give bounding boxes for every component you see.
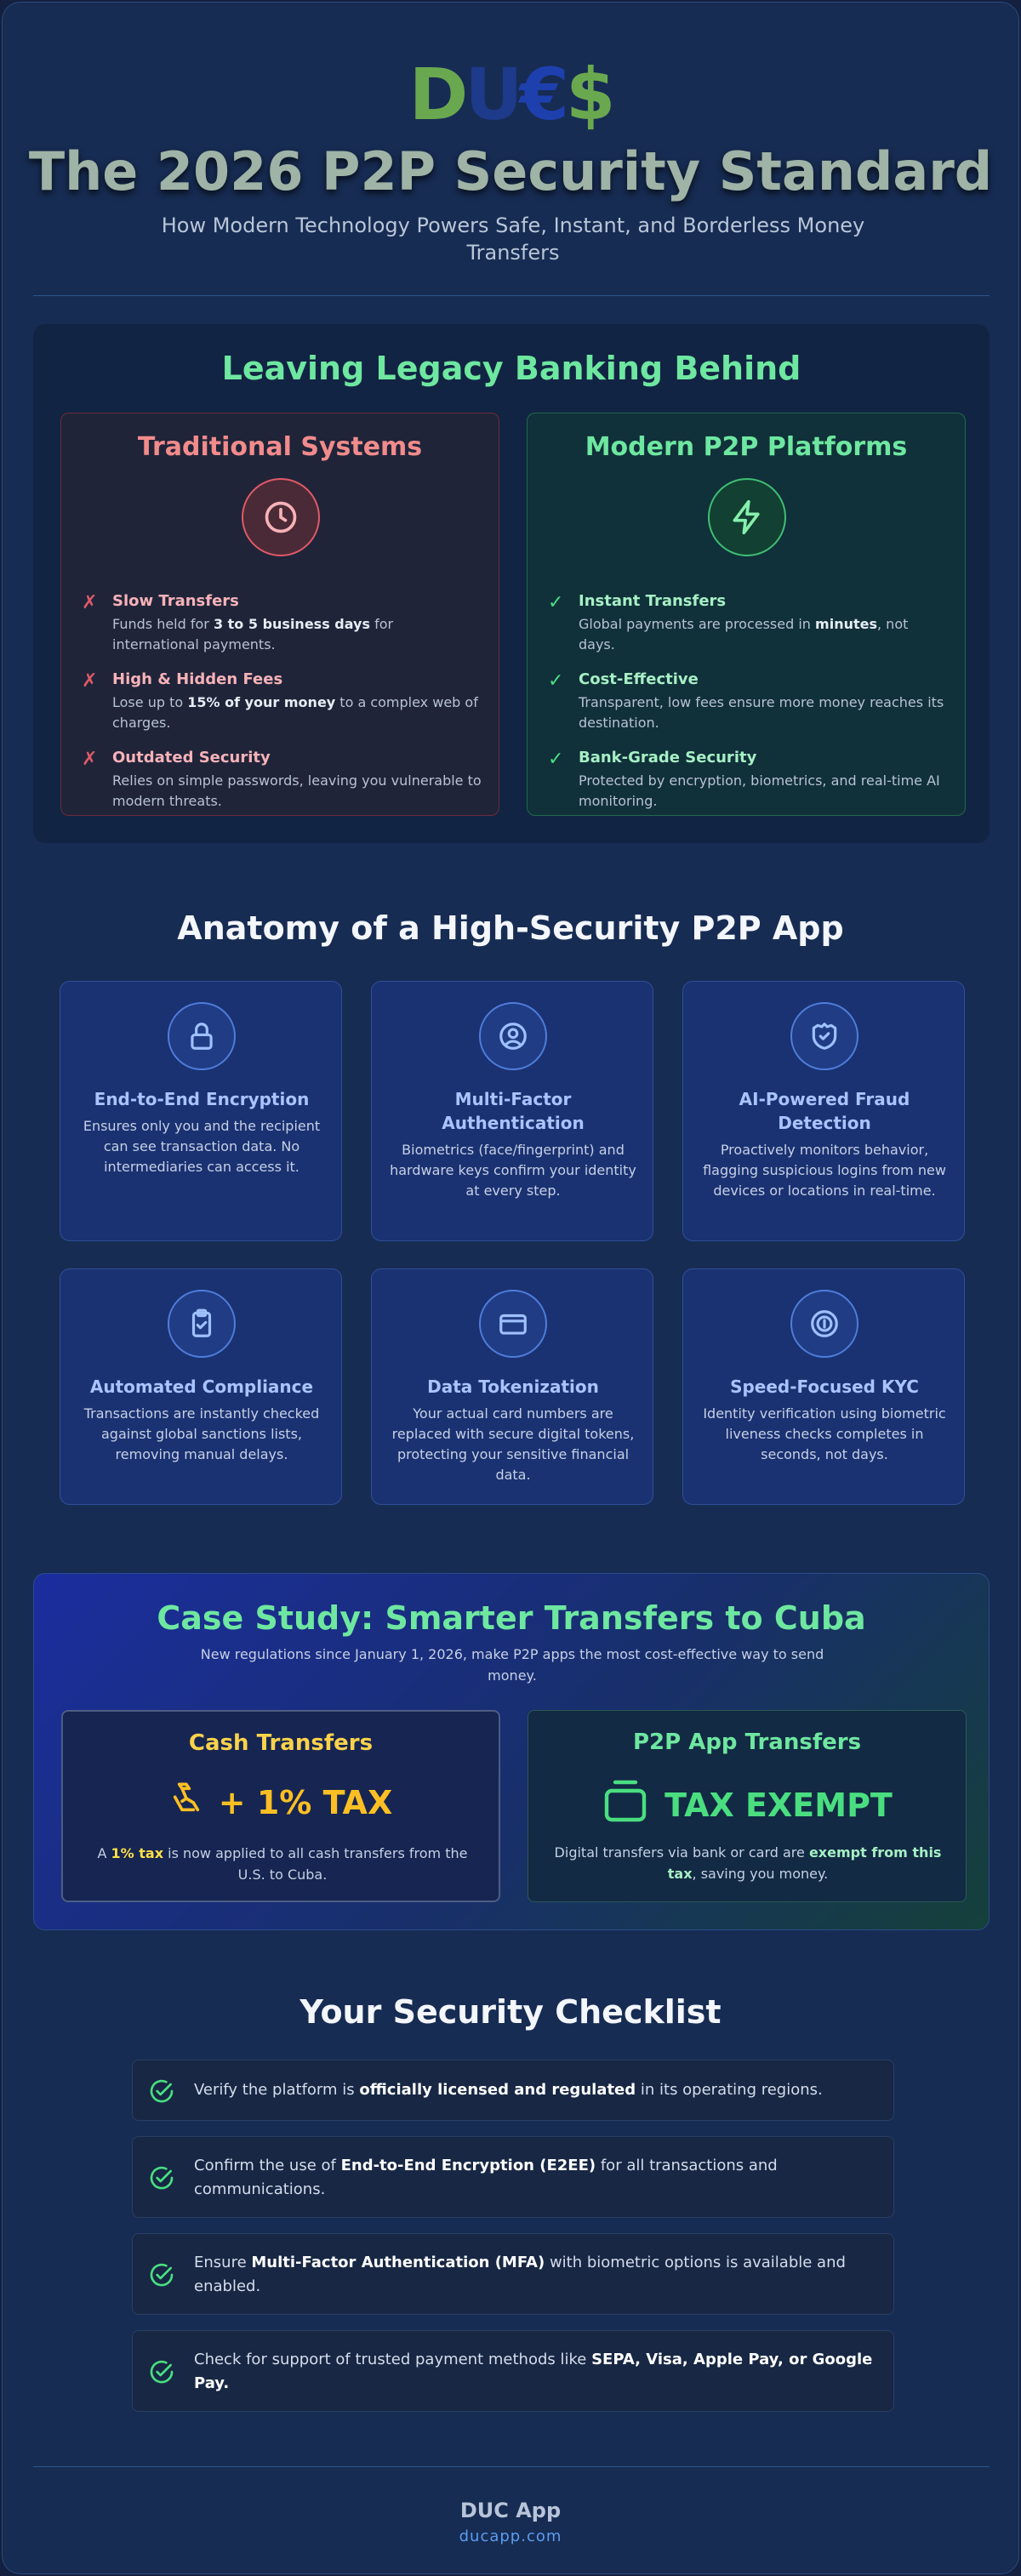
check-circle-icon <box>150 2360 174 2384</box>
legacy-title: Leaving Legacy Banking Behind <box>221 350 801 387</box>
cash-desc: A 1% tax is now applied to all cash tran… <box>97 1845 468 1883</box>
check-icon: ✓ <box>548 670 564 692</box>
modern-card: Modern P2P Platforms ✓ Instant Transfers… <box>527 413 966 816</box>
anatomy-title: Anatomy of a High-Security P2P App <box>177 909 844 947</box>
logo-euro: € <box>519 53 569 136</box>
divider <box>33 295 990 296</box>
clock-icon <box>242 478 320 556</box>
feature-desc: Your actual card numbers are replaced wi… <box>391 1405 635 1483</box>
case-study-title: Case Study: Smarter Transfers to Cuba <box>157 1599 866 1637</box>
feature-card-kyc: Speed-Focused KYC Identity verification … <box>682 1268 965 1505</box>
feature-title: Automated Compliance <box>89 1376 314 1397</box>
traditional-heading: Traditional Systems <box>137 432 423 462</box>
feature-card-compliance: Automated Compliance Transactions are in… <box>60 1268 342 1505</box>
clipboard-check-icon <box>168 1290 236 1358</box>
item-desc: Relies on simple passwords, leaving you … <box>112 772 482 809</box>
check-circle-icon <box>150 2166 174 2190</box>
lightning-icon <box>708 478 786 556</box>
feature-title: AI-Powered Fraud Detection <box>739 1089 910 1133</box>
user-circle-icon <box>479 1002 547 1070</box>
page-title: The 2026 P2P Security Standard <box>28 140 993 202</box>
logo-letter-d: D <box>408 53 469 136</box>
item-title: Outdated Security <box>112 749 271 767</box>
item-desc: Global payments are processed in minutes… <box>579 616 909 653</box>
checklist-text: Ensure Multi-Factor Authentication (MFA)… <box>194 2254 846 2295</box>
checklist-title: Your Security Checklist <box>299 1993 722 2031</box>
item-desc: Protected by encryption, biometrics, and… <box>579 772 940 809</box>
footer-link[interactable]: ducapp.com <box>459 2528 562 2545</box>
p2p-desc: Digital transfers via bank or card are e… <box>554 1844 942 1882</box>
feature-desc: Transactions are instantly checked again… <box>83 1405 320 1462</box>
feature-card-mfa: Multi-Factor Authentication Biometrics (… <box>371 981 653 1241</box>
case-study-section: Case Study: Smarter Transfers to Cuba Ne… <box>33 1573 990 1930</box>
legacy-section: Leaving Legacy Banking Behind Traditiona… <box>33 324 990 843</box>
feature-desc: Proactively monitors behavior, flagging … <box>703 1142 946 1199</box>
cash-transfers-card: Cash Transfers + 1% TAX A 1% tax is now … <box>61 1710 500 1902</box>
feature-title: Data Tokenization <box>427 1376 599 1397</box>
item-desc: Lose up to 15% of your money to a comple… <box>112 694 478 731</box>
item-title: High & Hidden Fees <box>112 670 283 688</box>
divider <box>33 2466 990 2467</box>
footer-brand: DUC App <box>459 2499 562 2522</box>
cross-icon: ✗ <box>82 592 98 613</box>
item-title: Instant Transfers <box>579 592 727 610</box>
hand-cash-icon <box>169 1780 203 1825</box>
feature-card-fraud: AI-Powered Fraud Detection Proactively m… <box>682 981 965 1241</box>
check-icon: ✓ <box>548 592 564 613</box>
check-icon: ✓ <box>548 749 564 770</box>
lock-icon <box>168 1002 236 1070</box>
checklist-item: Ensure Multi-Factor Authentication (MFA)… <box>132 2233 894 2315</box>
logo-dollar: $ <box>565 53 615 136</box>
feature-desc: Biometrics (face/fingerprint) and hardwa… <box>390 1142 636 1199</box>
modern-heading: Modern P2P Platforms <box>585 432 908 462</box>
checklist-text: Confirm the use of End-to-End Encryption… <box>194 2157 778 2198</box>
duc-logo: DU€$ <box>3 59 1018 130</box>
id-badge-icon <box>790 1290 858 1358</box>
credit-card-icon <box>479 1290 547 1358</box>
traditional-card: Traditional Systems ✗ Slow Transfers Fun… <box>60 413 499 816</box>
shield-check-icon <box>790 1002 858 1070</box>
p2p-tax-value: TAX EXEMPT <box>528 1779 966 1831</box>
feature-title: Speed-Focused KYC <box>730 1376 919 1397</box>
p2p-transfers-card: P2P App Transfers TAX EXEMPT Digital tra… <box>528 1710 967 1902</box>
checklist-text: Verify the platform is officially licens… <box>194 2081 823 2099</box>
checklist-item: Check for support of trusted payment met… <box>132 2330 894 2412</box>
cross-icon: ✗ <box>82 670 98 692</box>
feature-desc: Identity verification using biometric li… <box>703 1405 946 1462</box>
item-title: Bank-Grade Security <box>579 749 757 767</box>
feature-desc: Ensures only you and the recipient can s… <box>83 1118 321 1175</box>
p2p-heading: P2P App Transfers <box>632 1730 862 1755</box>
feature-title: Multi-Factor Authentication <box>442 1089 585 1133</box>
check-circle-icon <box>150 2263 174 2287</box>
cross-icon: ✗ <box>82 749 98 770</box>
item-title: Slow Transfers <box>112 592 239 610</box>
checklist-item: Verify the platform is officially licens… <box>132 2060 894 2121</box>
logo-letter-u: U <box>465 53 522 136</box>
feature-card-encryption: End-to-End Encryption Ensures only you a… <box>60 981 342 1241</box>
cash-tax-value: + 1% TAX <box>63 1780 499 1825</box>
checklist-item: Confirm the use of End-to-End Encryption… <box>132 2136 894 2218</box>
feature-title: End-to-End Encryption <box>94 1089 310 1109</box>
wallet-icon <box>602 1779 649 1831</box>
item-desc: Funds held for 3 to 5 business days for … <box>112 616 394 653</box>
item-title: Cost-Effective <box>579 670 699 688</box>
item-desc: Transparent, low fees ensure more money … <box>579 694 944 731</box>
checklist-text: Check for support of trusted payment met… <box>194 2351 873 2392</box>
check-circle-icon <box>150 2079 174 2103</box>
case-study-subtitle: New regulations since January 1, 2026, m… <box>200 1646 824 1684</box>
cash-heading: Cash Transfers <box>188 1730 374 1756</box>
feature-card-tokenization: Data Tokenization Your actual card numbe… <box>371 1268 653 1505</box>
page-subtitle: How Modern Technology Powers Safe, Insta… <box>161 214 865 265</box>
